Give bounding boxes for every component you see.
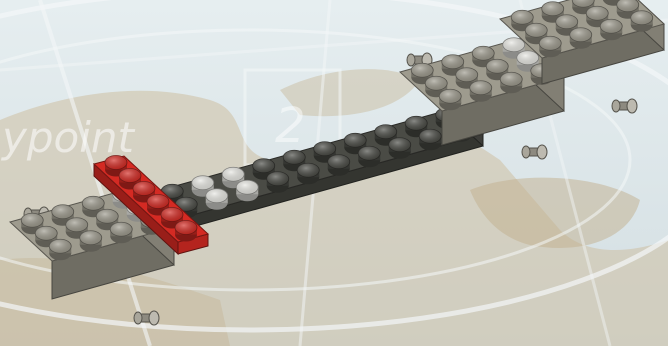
watermark-text: ypoint <box>0 113 136 162</box>
watermark-numeral: 2 <box>275 98 306 154</box>
